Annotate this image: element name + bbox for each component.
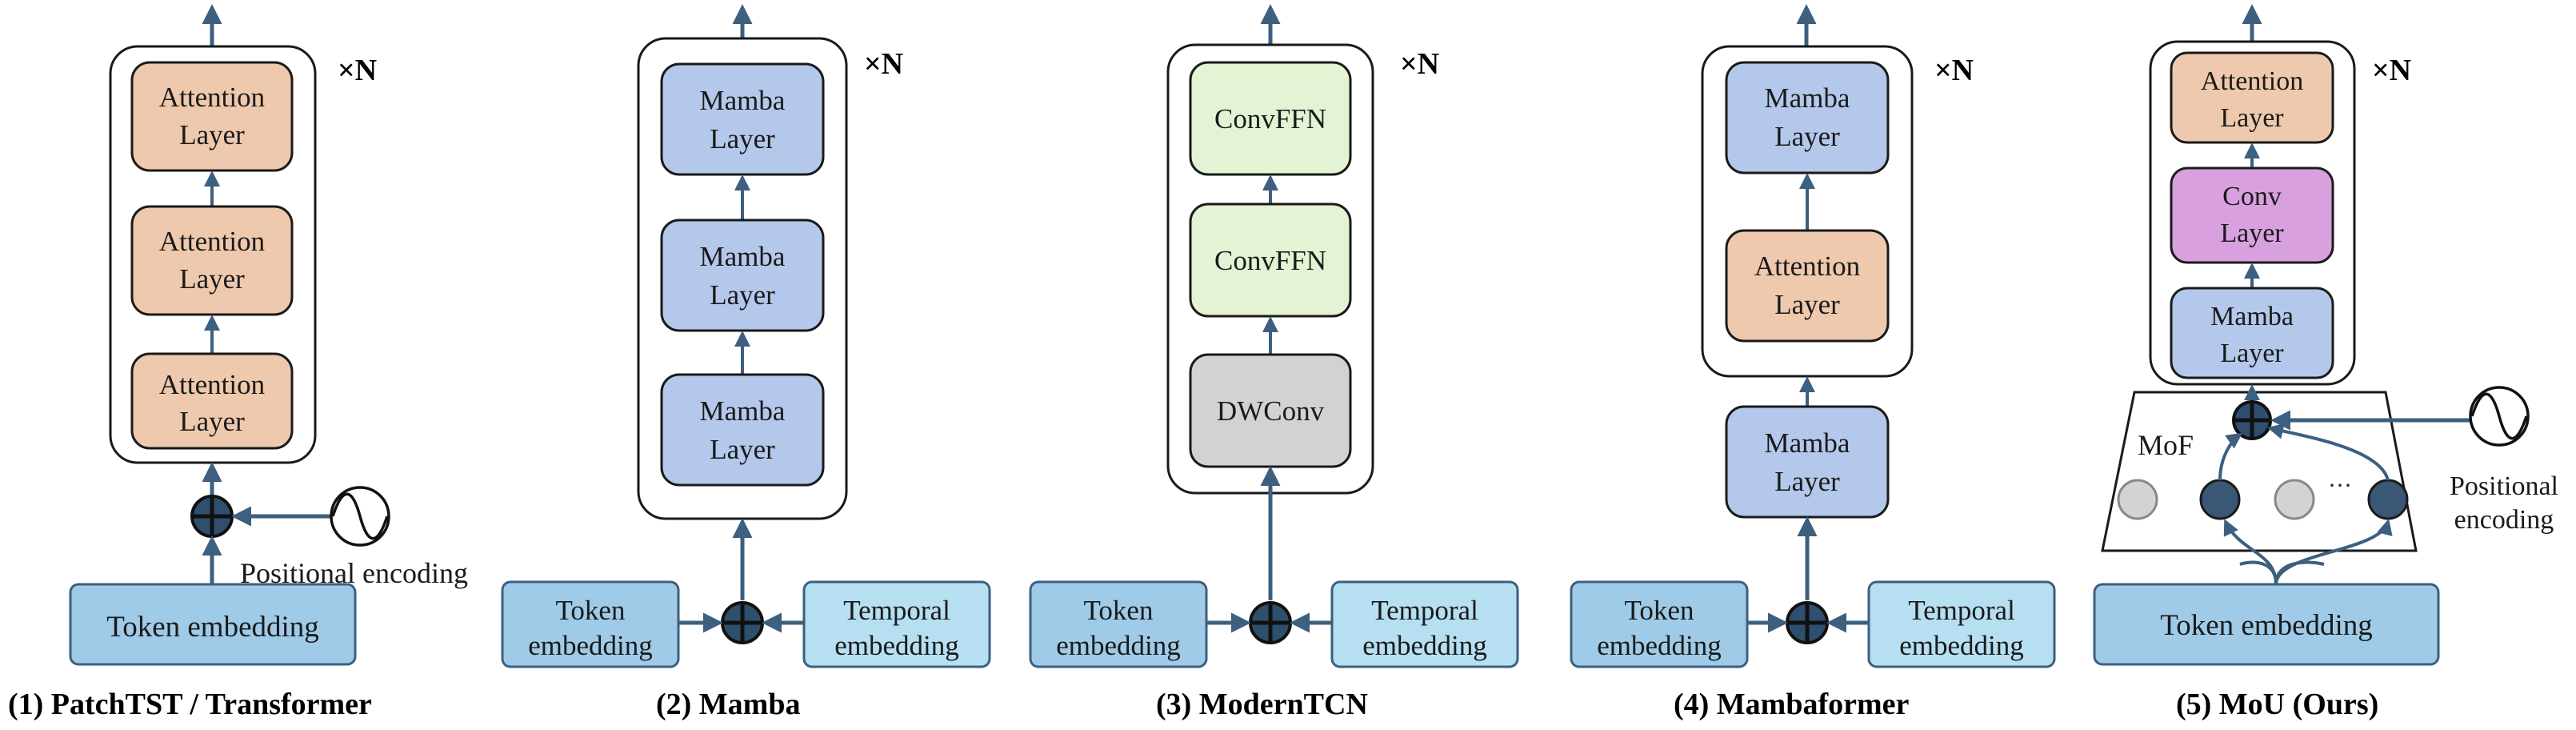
svg-text:Layer: Layer	[710, 279, 775, 311]
caption-moderntcn: (3) ModernTCN	[1156, 688, 1368, 721]
positional-label-line2: encoding	[2454, 505, 2554, 535]
expert-active	[2199, 479, 2241, 520]
circled-plus-icon	[721, 601, 764, 644]
svg-text:Attention: Attention	[159, 226, 265, 257]
svg-text:Layer: Layer	[1774, 289, 1840, 320]
svg-text:embedding: embedding	[1362, 630, 1487, 661]
token-embedding: Token embedding	[1029, 580, 1208, 668]
svg-text:Layer: Layer	[1774, 121, 1840, 152]
svg-text:embedding: embedding	[1056, 630, 1181, 661]
temporal-embedding: Temporal embedding	[1330, 580, 1519, 668]
temporal-embedding: Temporal embedding	[1867, 580, 2056, 668]
arrow-icon	[2274, 560, 2325, 585]
svg-text:Layer: Layer	[179, 406, 245, 437]
svg-text:Mamba: Mamba	[1765, 427, 1850, 459]
circled-plus-icon	[1786, 601, 1829, 644]
svg-text:Token: Token	[1625, 595, 1694, 626]
dwconv-layer: DWConv	[1189, 353, 1352, 468]
expert-inactive	[2117, 479, 2158, 520]
attention-layer: Attention Layer	[1725, 229, 1890, 343]
svg-text:embedding: embedding	[1597, 630, 1722, 661]
svg-text:Mamba: Mamba	[700, 85, 786, 116]
svg-text:Token: Token	[556, 595, 626, 626]
svg-text:Attention: Attention	[1754, 251, 1860, 282]
mamba-layer: Mamba Layer	[2170, 287, 2334, 379]
repeat-label: ×N	[2372, 54, 2411, 87]
mamba-layer-inner: Mamba Layer	[1725, 61, 1890, 174]
mamba-layer-1: Mamba Layer	[660, 62, 825, 176]
mamba-layer-2: Mamba Layer	[660, 219, 825, 332]
panel-mamba: ×N Mamba Layer Mamba Layer Mamba Layer	[501, 4, 991, 721]
mamba-layer-3: Mamba Layer	[660, 373, 825, 487]
caption-mambaformer: (4) Mambaformer	[1674, 688, 1910, 721]
svg-text:Layer: Layer	[1774, 466, 1840, 497]
svg-text:Temporal: Temporal	[843, 595, 950, 626]
svg-text:Layer: Layer	[2220, 219, 2284, 248]
attention-layer-3: Attention Layer	[130, 352, 294, 450]
svg-text:embedding: embedding	[834, 630, 959, 661]
token-embedding: Token embedding	[501, 580, 680, 668]
svg-text:Layer: Layer	[2220, 339, 2284, 368]
caption-mamba: (2) Mamba	[656, 688, 800, 721]
token-embedding: Token embedding	[69, 583, 357, 666]
expert-inactive	[2274, 479, 2315, 520]
expert-active	[2367, 479, 2409, 520]
mof-block	[2101, 391, 2418, 552]
svg-text:Mamba: Mamba	[700, 241, 786, 272]
sine-wave-icon	[2469, 386, 2530, 447]
circled-plus-icon	[1249, 601, 1292, 644]
svg-text:Layer: Layer	[710, 434, 775, 465]
svg-text:Layer: Layer	[2220, 103, 2284, 133]
svg-text:ConvFFN: ConvFFN	[1214, 103, 1326, 134]
attention-layer: Attention Layer	[2170, 51, 2334, 144]
svg-text:embedding: embedding	[1899, 630, 2024, 661]
panel-patchtst: ×N Attention Layer Attention Layer Atten…	[8, 4, 468, 721]
panel-mou: ×N Attention Layer Conv Layer Mamba Laye…	[2093, 4, 2558, 721]
repeat-label: ×N	[1934, 54, 1974, 87]
arrow-icon	[2218, 432, 2243, 481]
panel-moderntcn: ×N ConvFFN ConvFFN DWConv Token embeddin…	[1029, 4, 1519, 721]
svg-text:Token embedding: Token embedding	[2160, 609, 2373, 642]
caption-mou: (5) MoU (Ours)	[2176, 688, 2378, 721]
temporal-embedding: Temporal embedding	[802, 580, 991, 668]
svg-text:Temporal: Temporal	[1908, 595, 2015, 626]
svg-text:Temporal: Temporal	[1371, 595, 1478, 626]
convffn-layer-1: ConvFFN	[1189, 61, 1352, 176]
svg-text:Layer: Layer	[179, 263, 245, 295]
repeat-label: ×N	[1400, 47, 1439, 81]
sine-wave-icon	[330, 486, 390, 547]
convffn-layer-2: ConvFFN	[1189, 203, 1352, 318]
svg-text:Attention: Attention	[159, 369, 265, 400]
attention-layer-2: Attention Layer	[130, 205, 294, 316]
repeat-label: ×N	[864, 47, 903, 81]
conv-layer: Conv Layer	[2170, 166, 2334, 264]
svg-text:embedding: embedding	[528, 630, 653, 661]
ellipsis: ···	[2328, 472, 2352, 499]
svg-text:Layer: Layer	[179, 119, 245, 150]
circled-plus-icon	[2232, 400, 2272, 440]
mamba-layer-pre: Mamba Layer	[1725, 405, 1890, 519]
svg-text:Conv: Conv	[2222, 182, 2282, 211]
svg-text:Attention: Attention	[159, 82, 265, 113]
svg-text:DWConv: DWConv	[1217, 395, 1325, 427]
svg-text:Token: Token	[1084, 595, 1154, 626]
panel-mambaformer: ×N Mamba Layer Attention Layer Mamba Lay…	[1570, 4, 2056, 721]
repeat-label: ×N	[338, 54, 377, 87]
svg-text:Attention: Attention	[2201, 66, 2303, 96]
svg-text:Mamba: Mamba	[2210, 302, 2294, 331]
caption-patchtst: (1) PatchTST / Transformer	[8, 688, 372, 721]
positional-label-line1: Positional	[2450, 471, 2558, 501]
svg-text:ConvFFN: ConvFFN	[1214, 245, 1326, 276]
token-embedding: Token embedding	[1570, 580, 1749, 668]
circled-plus-icon	[190, 495, 234, 538]
mof-label: MoF	[2138, 429, 2194, 461]
svg-text:Token embedding: Token embedding	[106, 611, 319, 644]
svg-text:Layer: Layer	[710, 123, 775, 154]
svg-text:Mamba: Mamba	[700, 395, 786, 427]
attention-layer-1: Attention Layer	[130, 61, 294, 172]
token-embedding: Token embedding	[2093, 583, 2440, 666]
svg-text:Mamba: Mamba	[1765, 82, 1850, 114]
arrow-icon	[2267, 423, 2390, 481]
